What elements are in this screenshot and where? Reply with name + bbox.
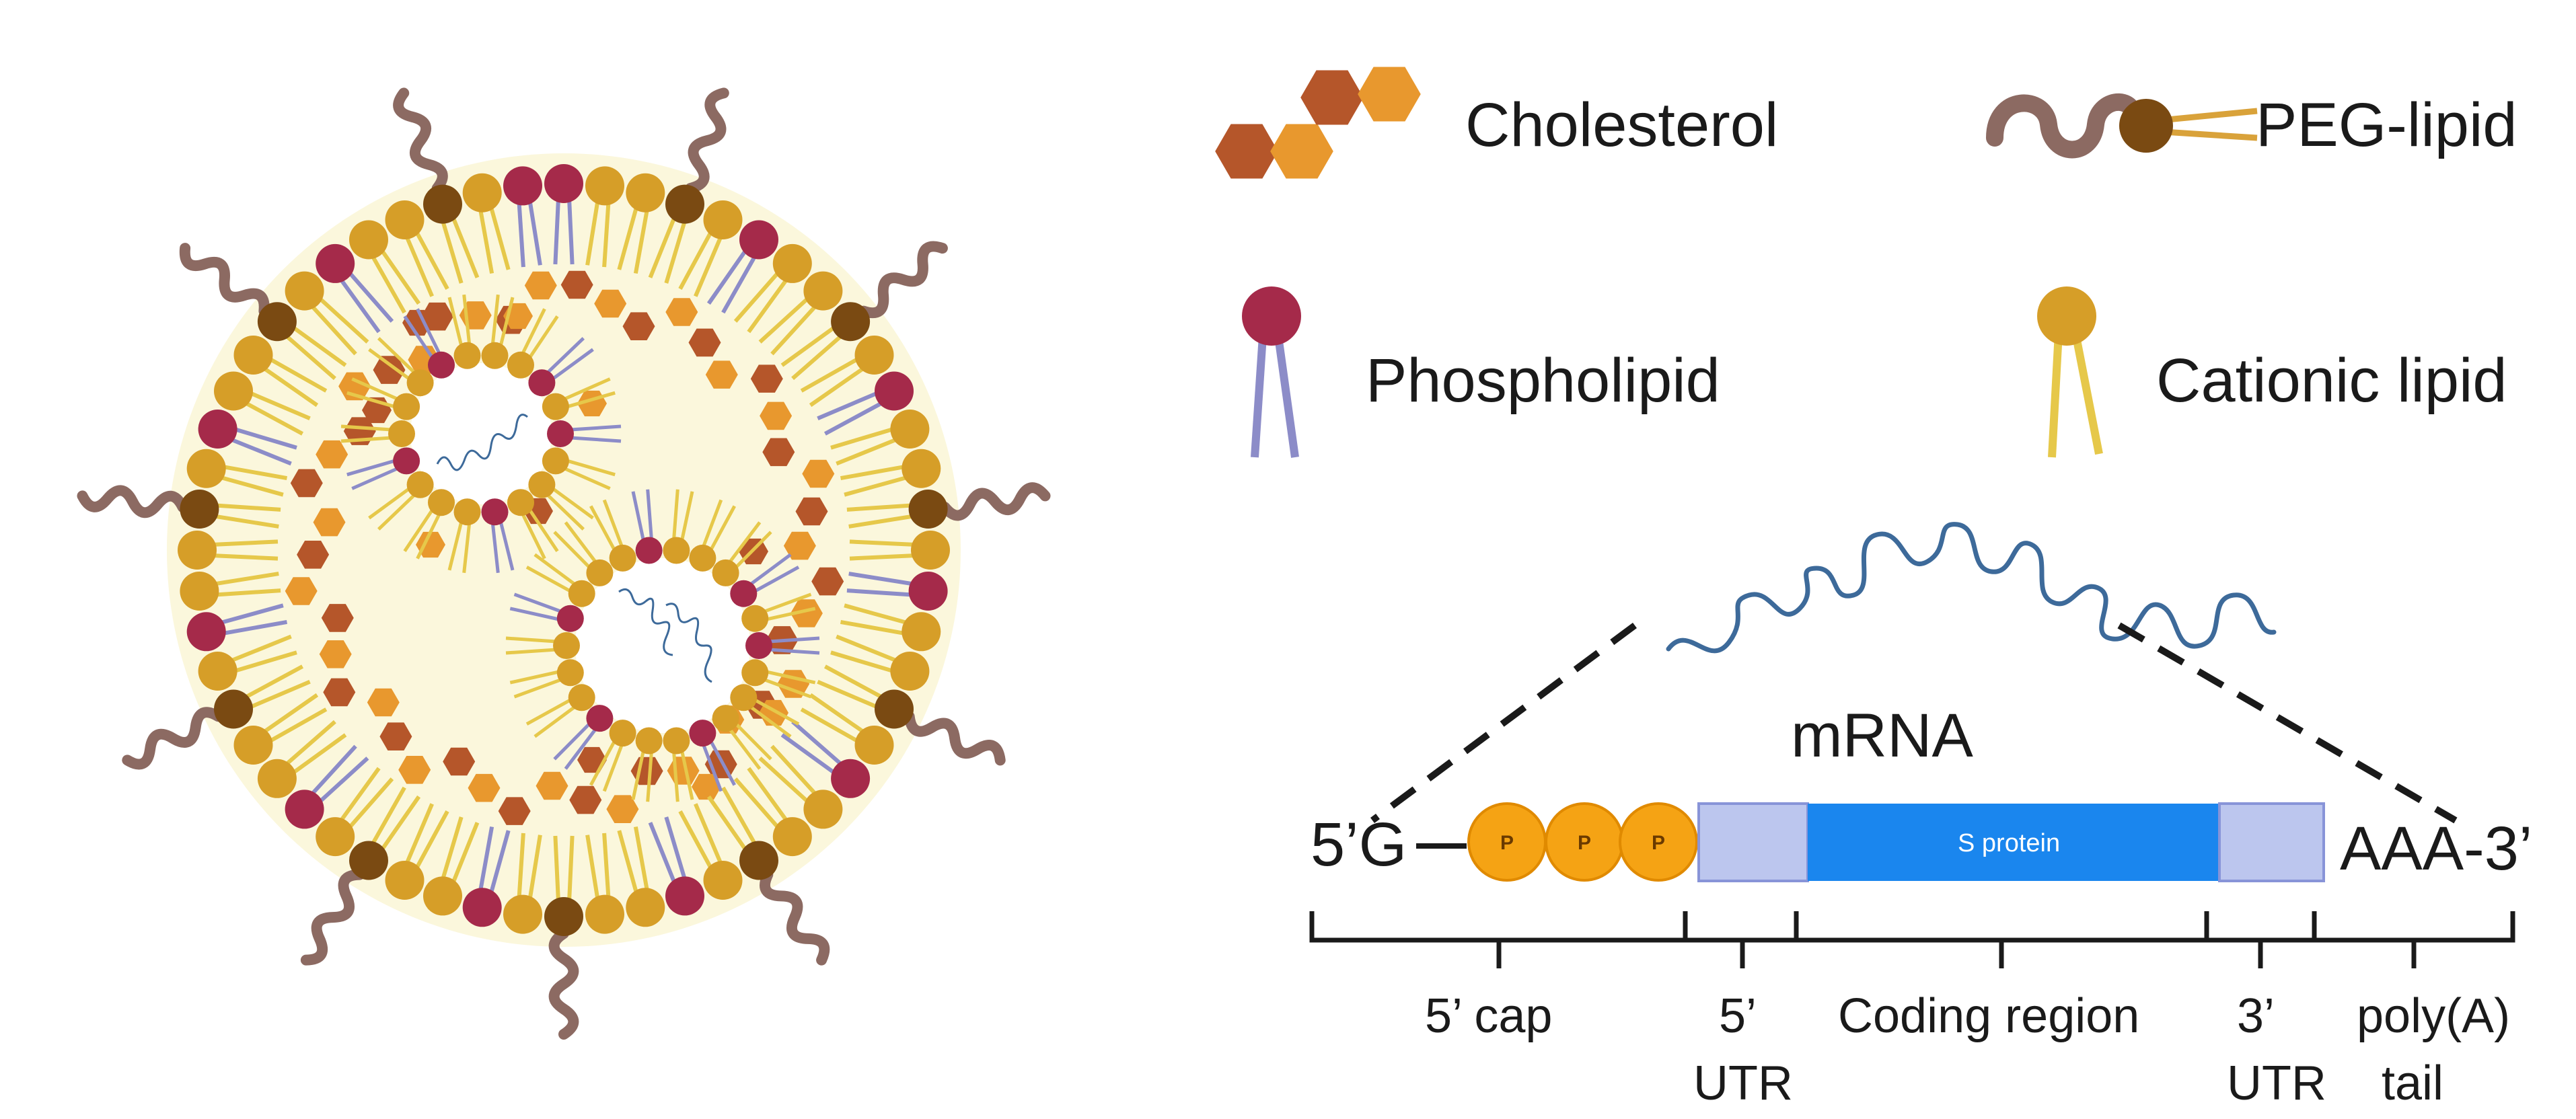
mrna-strand — [1666, 522, 2277, 654]
region-label-utr3-1: 3’ — [2237, 989, 2275, 1043]
phosphate-3 — [1619, 802, 1698, 882]
cholesterol-icon — [1215, 67, 1421, 179]
region-label-utr3-2: UTR — [2227, 1056, 2326, 1110]
legend-label-phospholipid: Phospholipid — [1366, 346, 1720, 415]
legend-label-cationic-lipid: Cationic lipid — [2156, 346, 2507, 415]
lipid-nanoparticle — [77, 87, 1051, 1040]
legend-cationic-lipid: Cationic lipid — [2037, 286, 2507, 458]
phosphate-2-label: P — [1578, 832, 1591, 854]
peg-chains — [77, 87, 1051, 1040]
coding-box-label: S protein — [1958, 829, 2060, 857]
outer-lipid-heads — [178, 164, 950, 936]
nanoparticle-core — [167, 153, 961, 947]
region-label-polya-1: poly(A) — [2357, 989, 2510, 1043]
mrna-structure: mRNA 5’G P P P S protein AAA-3’ 5’ cap 5… — [1309, 522, 2532, 1110]
zoom-line-left — [1370, 622, 1637, 824]
legend-label-peg-lipid: PEG-lipid — [2256, 91, 2517, 159]
peg-lipid-icon — [1986, 93, 2258, 159]
utr5-box — [1697, 802, 1809, 882]
phospholipid-icon — [1242, 286, 1301, 458]
inner-cholesterol-layer — [285, 270, 844, 825]
micelle-upper — [340, 294, 622, 574]
phosphate-1-label: P — [1500, 832, 1514, 854]
legend: Cholesterol PEG-lipid Phospholipid — [1215, 67, 2517, 458]
region-label-utr5-2: UTR — [1693, 1056, 1793, 1110]
cap-phosphates: P P P — [1467, 802, 1698, 882]
legend-label-cholesterol: Cholesterol — [1465, 91, 1778, 159]
legend-phospholipid: Phospholipid — [1242, 286, 1720, 458]
zoom-line-right — [2117, 622, 2458, 824]
mrna-label: mRNA — [1791, 701, 1974, 770]
utr3-box — [2218, 802, 2325, 882]
region-label-cap: 5’ cap — [1425, 989, 1552, 1043]
region-label-utr5-1: 5’ — [1719, 989, 1757, 1043]
cationic-lipid-icon — [2037, 286, 2103, 458]
legend-cholesterol: Cholesterol — [1215, 67, 1778, 179]
mrna-strand-micelle-lower-1 — [618, 588, 673, 656]
phosphate-3-label: P — [1652, 832, 1665, 854]
three-prime-label: AAA-3’ — [2340, 814, 2532, 883]
region-label-polya-2: tail — [2382, 1056, 2443, 1110]
five-prime-label: 5’G — [1311, 810, 1407, 879]
legend-peg-lipid: PEG-lipid — [1986, 91, 2517, 159]
region-bracket — [1309, 911, 2515, 968]
region-label-coding: Coding region — [1838, 989, 2139, 1043]
coding-box — [1808, 804, 2219, 881]
micelle-lower — [505, 489, 820, 802]
mrna-strand-micelle-upper — [436, 414, 528, 471]
mrna-strand-micelle-lower-2 — [665, 603, 712, 683]
